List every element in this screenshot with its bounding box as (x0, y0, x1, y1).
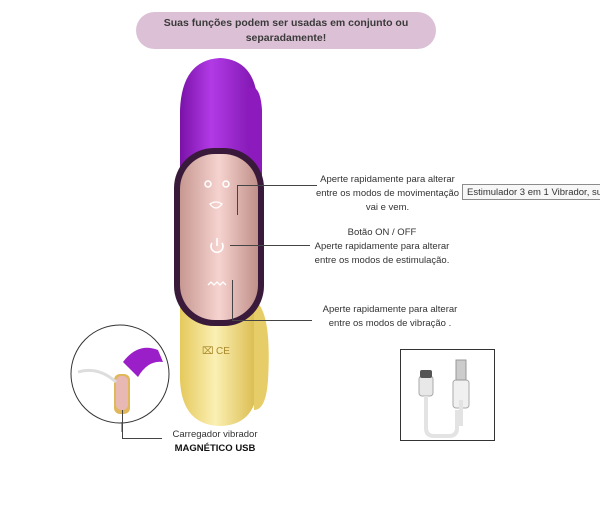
svg-text:⌧: ⌧ (202, 346, 214, 357)
device-illustration: ⌧ CE (174, 58, 269, 426)
callout-power: Botão ON / OFF Aperte rapidamente para a… (314, 227, 450, 266)
wave-icon (207, 281, 227, 286)
svg-text:CE: CE (216, 346, 230, 357)
usb-cable-box (400, 349, 495, 441)
callout-movement: Aperte rapidamente para alterar entre os… (315, 174, 460, 213)
banner-line-2: separadamente! (245, 31, 327, 44)
tooltip: Estimulador 3 em 1 Vibrador, su (462, 184, 600, 200)
usb-cable-icon (418, 359, 470, 438)
banner: Suas funções podem ser usadas em conjunt… (136, 12, 436, 49)
lips-icon (204, 180, 212, 188)
magnetic-charger-closeup (70, 324, 170, 432)
callout-vibration: Aperte rapidamente para alterar entre os… (322, 304, 458, 329)
charger-label: Carregador vibrador MAGNÉTICO USB (172, 429, 258, 454)
power-icon (210, 238, 224, 254)
banner-line-1: Suas funções podem ser usadas em conjunt… (163, 16, 409, 29)
